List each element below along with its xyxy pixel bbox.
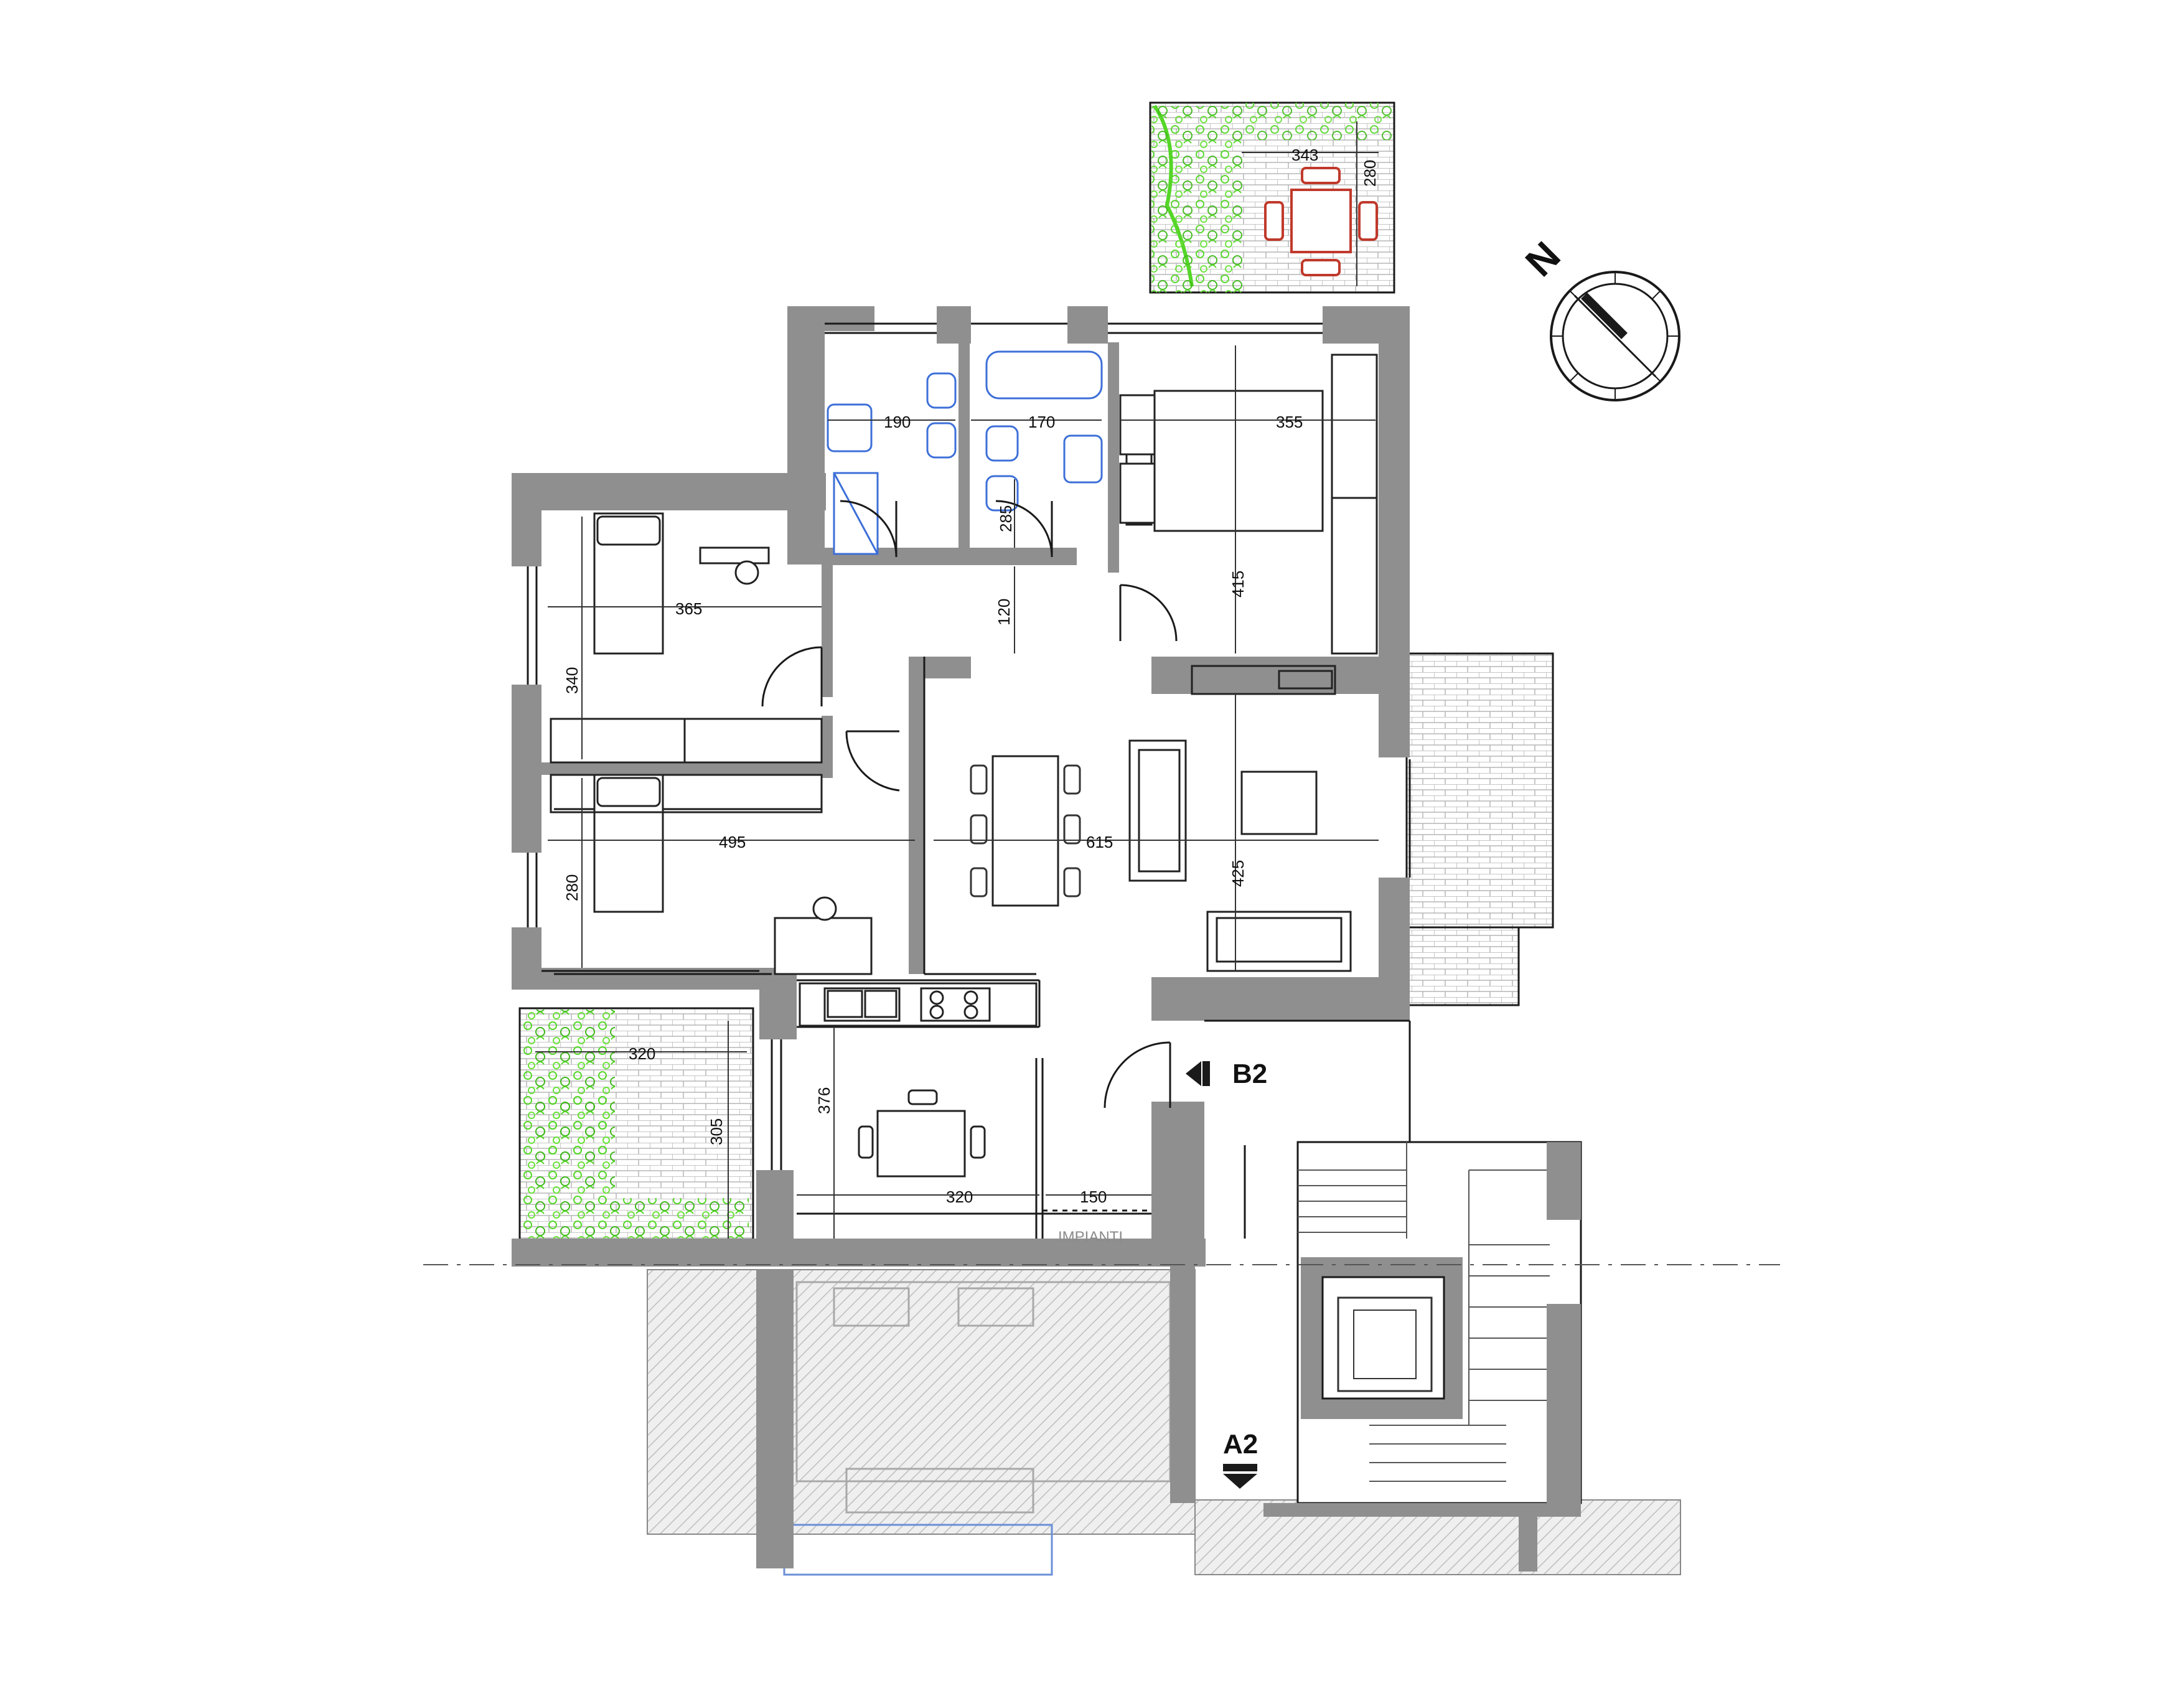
dim-terrace-left-height: 305: [707, 1118, 726, 1145]
dim-bath1-width: 190: [884, 413, 911, 431]
impianti-label: IMPIANTI: [1058, 1229, 1123, 1245]
dim-terrace-top-width: 343: [1291, 146, 1318, 164]
section-a2-label: A2: [1223, 1429, 1258, 1459]
dim-living-width: 615: [1086, 833, 1113, 851]
dim-utility-width: 150: [1080, 1188, 1107, 1206]
dim-bath2-height: 285: [996, 505, 1015, 532]
balcony-right: [1405, 652, 1554, 1006]
section-b2-label: B2: [1232, 1059, 1267, 1089]
terrace-table-set: [1264, 167, 1378, 276]
doors: [761, 500, 1178, 1170]
dim-kitchen-height: 376: [815, 1087, 833, 1114]
section-marker-b2: B2: [1186, 1059, 1267, 1089]
north-compass: N: [1517, 233, 1680, 401]
dim-terrace-left-width: 320: [629, 1044, 655, 1063]
dim-bedroom2-height: 280: [563, 874, 581, 901]
dim-master-height: 415: [1229, 571, 1247, 597]
terrace-left: [518, 1007, 754, 1246]
section-marker-a2: A2: [1223, 1429, 1258, 1489]
wall-outlines: [527, 322, 1411, 1239]
compass-n-label: N: [1517, 233, 1569, 285]
dim-hall-height: 120: [995, 599, 1013, 625]
dim-bedroom1-height: 340: [563, 667, 581, 694]
dimension-lines: [535, 121, 1379, 1239]
dim-master-width: 355: [1276, 413, 1303, 431]
walls: [512, 306, 1581, 1572]
furniture: [550, 350, 1378, 1178]
dim-bath2-width: 170: [1028, 413, 1055, 431]
dim-kitchen-width: 320: [946, 1188, 973, 1206]
dim-bedroom2-width: 495: [719, 833, 746, 851]
stair-core: [1296, 1141, 1582, 1504]
dim-bedroom1-width: 365: [675, 599, 702, 618]
terrace-top: [1149, 101, 1395, 294]
dimension-labels: 343 280 190 170 285 355 415 120 365 340 …: [563, 146, 1379, 1206]
dim-living-height: 425: [1229, 860, 1247, 887]
dim-terrace-top-height: 280: [1361, 160, 1379, 187]
